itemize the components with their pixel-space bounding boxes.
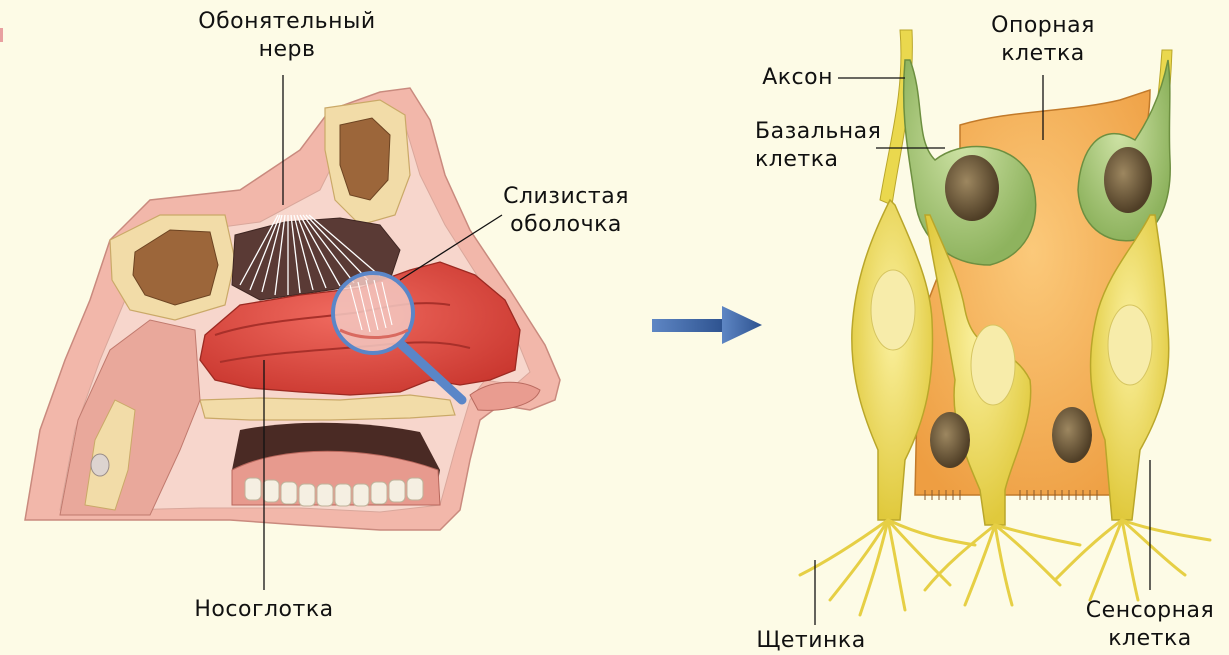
label-axon: Аксон (762, 64, 833, 92)
label-mucous-membrane: Слизистая оболочка (503, 183, 629, 239)
label-cilium: Щетинка (756, 627, 865, 655)
label-basal-cell: Базальная клетка (755, 118, 881, 174)
supporting-cell-nucleus-right (1052, 407, 1092, 463)
direction-arrow-icon (652, 306, 762, 344)
sensory-nucleus-right (1108, 305, 1152, 385)
label-nasopharynx: Носоглотка (194, 596, 333, 624)
label-sensory-cell: Сенсорная клетка (1086, 597, 1214, 653)
basal-cell-left-nucleus (945, 155, 999, 221)
basal-cell-right-nucleus (1104, 147, 1152, 213)
sensory-nucleus-left (871, 270, 915, 350)
nasal-cavity-illustration (25, 75, 560, 590)
label-olfactory-nerve: Обонятельный нерв (198, 8, 375, 64)
supporting-cell-nucleus-left (930, 412, 970, 468)
sensory-nucleus-middle (971, 325, 1015, 405)
corner-decoration (0, 28, 9, 42)
label-supporting-cell: Опорная клетка (991, 12, 1095, 68)
uvula (91, 454, 109, 476)
